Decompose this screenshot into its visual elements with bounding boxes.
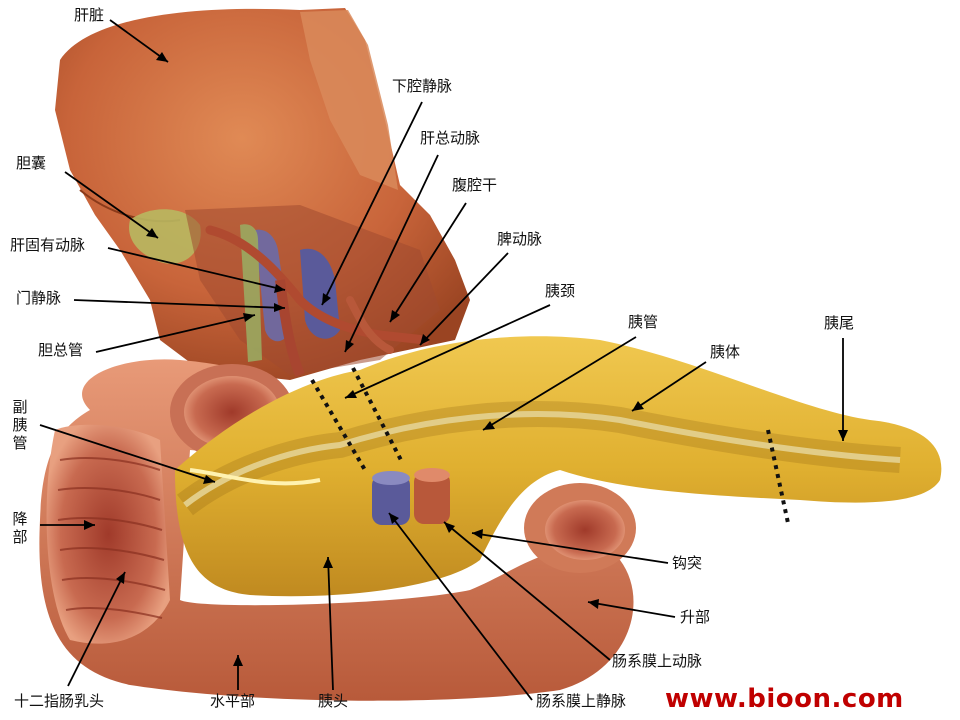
duodenal-folds [57, 457, 166, 619]
descending-part-lumen [46, 424, 170, 644]
label-pancreas-neck: 胰颈 [545, 282, 576, 300]
label-descending-part: 降部 [12, 510, 28, 546]
leader-lines [39, 19, 844, 701]
label-major-duodenal-papilla: 十二指肠乳头 [14, 692, 105, 710]
superior-mesenteric-artery-shape [414, 472, 450, 524]
label-pancreas-head: 胰头 [318, 692, 349, 710]
pancreatic-duct-branches [177, 401, 901, 516]
jejunum-lumen [545, 500, 625, 560]
hepatic-artery-shape [205, 225, 430, 345]
smv-cut-end [372, 471, 410, 485]
gastroduodenal-artery-shape [275, 279, 305, 377]
label-liver: 肝脏 [74, 6, 105, 24]
label-portal-vein: 门静脉 [16, 289, 62, 307]
label-pancreatic-duct: 胰管 [628, 313, 659, 331]
label-ascending-part: 升部 [680, 608, 711, 626]
label-splenic-artery: 脾动脉 [497, 230, 543, 248]
label-uncinate-process: 钩突 [672, 554, 703, 572]
label-pancreas-body: 胰体 [710, 343, 741, 361]
label-superior-mesenteric-artery: 肠系膜上动脉 [612, 652, 703, 670]
label-proper-hepatic-artery: 肝固有动脉 [10, 236, 86, 254]
leader-arrowheads [84, 52, 848, 666]
sma-cut-end [414, 468, 450, 482]
accessory-pancreatic-duct-shape [189, 468, 321, 486]
gallbladder [129, 209, 201, 264]
label-superior-mesenteric-vein: 肠系膜上静脉 [536, 692, 627, 710]
label-inferior-vena-cava: 下腔静脉 [392, 77, 453, 95]
label-accessory-pancreatic-duct: 副胰管 [12, 398, 28, 452]
label-common-bile-duct: 胆总管 [38, 341, 84, 359]
label-pancreas-tail: 胰尾 [824, 314, 855, 332]
liver-flap [300, 10, 398, 190]
label-gallbladder: 胆囊 [16, 154, 47, 172]
label-common-hepatic-artery: 肝总动脉 [420, 129, 481, 147]
superior-mesenteric-vein-shape [372, 475, 410, 525]
label-horizontal-part: 水平部 [210, 692, 256, 710]
pancreas [175, 336, 942, 597]
main-pancreatic-duct [183, 411, 901, 508]
celiac-trunk-shape [346, 296, 394, 354]
label-celiac-trunk: 腹腔干 [452, 176, 498, 194]
watermark: www.bioon.com [665, 684, 904, 714]
division-lines [310, 367, 790, 524]
